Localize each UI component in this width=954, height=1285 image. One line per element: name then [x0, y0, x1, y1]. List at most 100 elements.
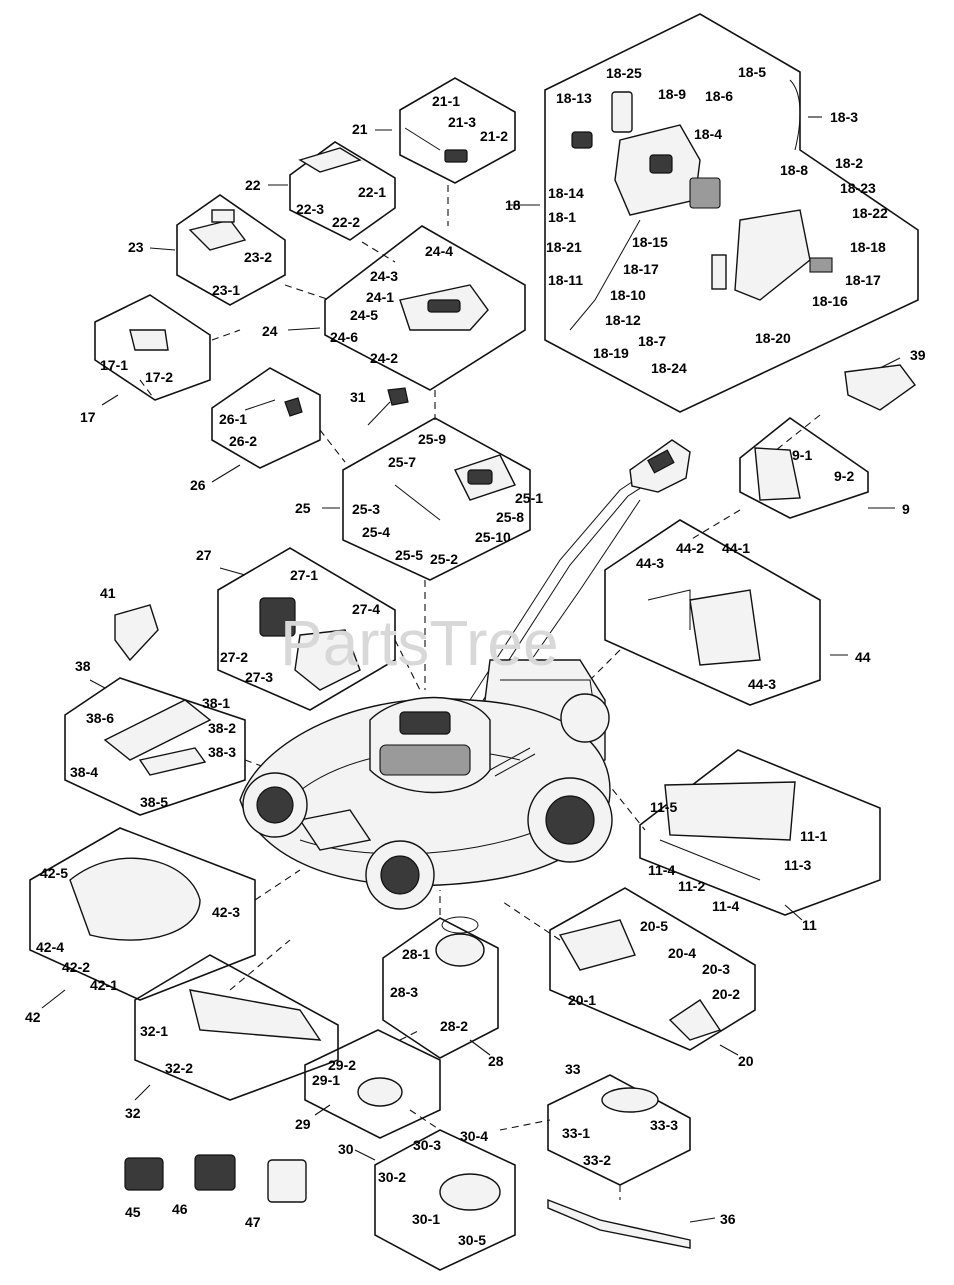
- label-47: 47: [245, 1214, 261, 1230]
- frame-26: [211, 367, 321, 469]
- label-42-4: 42-4: [36, 939, 64, 955]
- label-41: 41: [100, 585, 116, 601]
- label-44-3a: 44-3: [636, 555, 664, 571]
- label-25-10: 25-10: [475, 529, 511, 545]
- label-9: 9: [902, 501, 910, 517]
- label-31: 31: [350, 389, 366, 405]
- label-24-4: 24-4: [425, 243, 453, 259]
- label-20-2: 20-2: [712, 986, 740, 1002]
- label-44-3b: 44-3: [748, 676, 776, 692]
- label-30-3: 30-3: [413, 1137, 441, 1153]
- label-24-3: 24-3: [370, 268, 398, 284]
- label-18-17a: 18-17: [623, 261, 659, 277]
- label-18-3: 18-3: [830, 109, 858, 125]
- label-20-5: 20-5: [640, 918, 668, 934]
- frame-27: [217, 547, 396, 711]
- label-20-1: 20-1: [568, 992, 596, 1008]
- panel-frames: [29, 13, 919, 1271]
- label-18-10: 18-10: [610, 287, 646, 303]
- frame-28: [382, 917, 499, 1059]
- label-21: 21: [352, 121, 368, 137]
- frame-20: [549, 887, 756, 1051]
- label-18-20: 18-20: [755, 330, 791, 346]
- label-44: 44: [855, 649, 871, 665]
- label-9-2: 9-2: [834, 468, 854, 484]
- label-30-4: 30-4: [460, 1128, 488, 1144]
- label-32-1: 32-1: [140, 1023, 168, 1039]
- label-42-2: 42-2: [62, 959, 90, 975]
- label-38-1: 38-1: [202, 695, 230, 711]
- label-17: 17: [80, 409, 96, 425]
- frame-11: [639, 749, 881, 916]
- label-25: 25: [295, 500, 311, 516]
- label-42-5: 42-5: [40, 865, 68, 881]
- label-24-6: 24-6: [330, 329, 358, 345]
- label-17-1: 17-1: [100, 357, 128, 373]
- label-27-3: 27-3: [245, 669, 273, 685]
- label-36: 36: [720, 1211, 736, 1227]
- label-23: 23: [128, 239, 144, 255]
- frame-23: [176, 194, 286, 306]
- label-21-3: 21-3: [448, 114, 476, 130]
- label-18-25: 18-25: [606, 65, 642, 81]
- label-30-1: 30-1: [412, 1211, 440, 1227]
- label-18-5: 18-5: [738, 64, 766, 80]
- frame-42: [29, 827, 256, 1001]
- label-18-17b: 18-17: [845, 272, 881, 288]
- label-18-12: 18-12: [605, 312, 641, 328]
- label-25-3: 25-3: [352, 501, 380, 517]
- frame-21: [399, 77, 516, 184]
- label-25-2: 25-2: [430, 551, 458, 567]
- label-21-2: 21-2: [480, 128, 508, 144]
- label-20-3: 20-3: [702, 961, 730, 977]
- label-25-4: 25-4: [362, 524, 390, 540]
- label-24-2: 24-2: [370, 350, 398, 366]
- label-26-2: 26-2: [229, 433, 257, 449]
- frame-9: [739, 417, 869, 519]
- label-18-4: 18-4: [694, 126, 722, 142]
- label-28-2: 28-2: [440, 1018, 468, 1034]
- frame-44: [604, 519, 821, 706]
- label-18-22: 18-22: [852, 205, 888, 221]
- label-38-4: 38-4: [70, 764, 98, 780]
- label-28: 28: [488, 1053, 504, 1069]
- label-18-16: 18-16: [812, 293, 848, 309]
- label-44-2: 44-2: [676, 540, 704, 556]
- label-38: 38: [75, 658, 91, 674]
- label-21-1: 21-1: [432, 93, 460, 109]
- leader-lines: [41, 116, 901, 1223]
- label-45: 45: [125, 1204, 141, 1220]
- label-18-11: 18-11: [548, 272, 583, 288]
- label-25-8: 25-8: [496, 509, 524, 525]
- label-11-4b: 11-4: [712, 898, 739, 914]
- label-30-5: 30-5: [458, 1232, 486, 1248]
- label-18-19: 18-19: [593, 345, 629, 361]
- label-18-9: 18-9: [658, 86, 686, 102]
- label-27-4: 27-4: [352, 601, 380, 617]
- label-11-3: 11-3: [784, 857, 811, 873]
- label-18-7: 18-7: [638, 333, 666, 349]
- label-18-13: 18-13: [556, 90, 592, 106]
- label-18-8: 18-8: [780, 162, 808, 178]
- label-18-21: 18-21: [546, 239, 582, 255]
- part-labels: 17 17-1 17-2 18 18-1 18-2 18-3 18-4 18-5…: [25, 64, 926, 1248]
- label-38-3: 38-3: [208, 744, 236, 760]
- label-11-2: 11-2: [678, 878, 705, 894]
- label-25-9: 25-9: [418, 431, 446, 447]
- label-33-1: 33-1: [562, 1125, 590, 1141]
- frame-29: [304, 1029, 441, 1139]
- label-24: 24: [262, 323, 278, 339]
- label-32-2: 32-2: [165, 1060, 193, 1076]
- label-25-1: 25-1: [515, 490, 543, 506]
- label-38-2: 38-2: [208, 720, 236, 736]
- frame-32: [134, 954, 339, 1101]
- frame-33: [547, 1074, 691, 1186]
- label-38-5: 38-5: [140, 794, 168, 810]
- label-18: 18: [505, 197, 521, 213]
- label-29: 29: [295, 1116, 311, 1132]
- label-17-2: 17-2: [145, 369, 173, 385]
- frame-18: [544, 13, 919, 413]
- label-18-6: 18-6: [705, 88, 733, 104]
- frame-17: [94, 294, 211, 401]
